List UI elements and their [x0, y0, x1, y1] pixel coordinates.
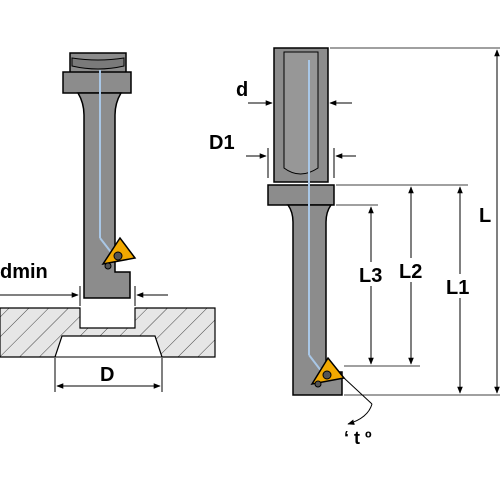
L1-dimension: L1 — [446, 186, 473, 394]
d-label: d — [236, 79, 248, 101]
D1-dimension: D1 — [209, 132, 356, 178]
right-bar-shank — [286, 60, 346, 396]
extension-lines — [330, 47, 500, 396]
L3-dimension: L3 — [359, 206, 385, 365]
dmin-dimension: dmin — [0, 261, 168, 306]
L1-label: L1 — [446, 277, 469, 299]
left-bar-flange — [62, 52, 132, 94]
left-insert — [101, 236, 137, 266]
D-dimension: D — [54, 358, 163, 392]
right-view: d D1 L3 L2 — [209, 47, 500, 448]
left-view: dmin D — [0, 52, 216, 392]
right-bar-shank-top — [273, 47, 329, 183]
L-dimension: L — [478, 49, 500, 394]
angle-indicator: ‘ t º — [343, 377, 373, 448]
L2-label: L2 — [399, 261, 422, 283]
L-label: L — [479, 205, 491, 227]
angle-label: ‘ t º — [344, 428, 372, 448]
D-label: D — [100, 364, 114, 386]
right-bar-flange — [267, 184, 335, 206]
dmin-label: dmin — [0, 261, 48, 283]
L3-label: L3 — [359, 265, 382, 287]
workpiece — [0, 307, 216, 358]
left-bar-shank — [76, 70, 137, 299]
d-dimension: d — [236, 79, 352, 106]
L2-dimension: L2 — [399, 186, 425, 365]
D1-label: D1 — [209, 132, 235, 154]
